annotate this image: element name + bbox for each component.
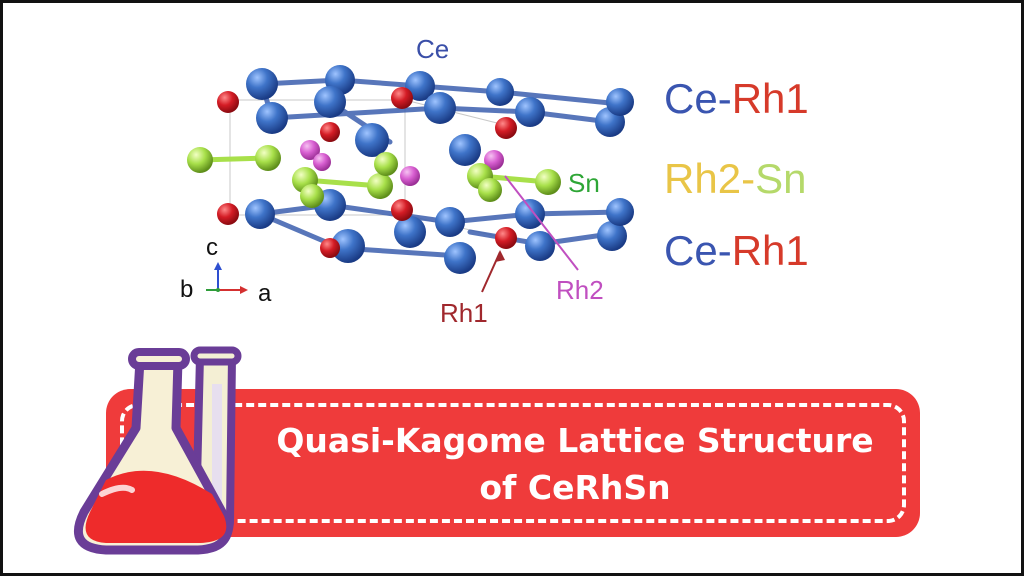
legend-1-left: Ce: [664, 75, 718, 122]
rh2-atoms: [300, 140, 504, 186]
axis-triad: [206, 262, 248, 294]
rh1-atoms: [217, 87, 517, 258]
axis-b-label: b: [180, 276, 194, 303]
sn-atoms: [187, 145, 561, 208]
sn-label: Sn: [568, 168, 600, 198]
legend-2-left: Rh2: [664, 155, 742, 202]
banner-title: Quasi-Kagome Lattice Structure of CeRhSn: [240, 418, 910, 512]
title-banner: [106, 389, 920, 537]
legend-row-2: Rh2-Sn: [664, 158, 806, 200]
banner-title-line-1: Quasi-Kagome Lattice Structure: [276, 421, 874, 460]
banner-title-line-2: of CeRhSn: [479, 467, 671, 507]
legend-2-right: Sn: [755, 155, 807, 202]
legend-2-sep: -: [741, 155, 756, 202]
legend-3-sep: -: [717, 227, 732, 274]
chemistry-flask-icon: [73, 346, 242, 555]
legend-3-right: Rh1: [731, 227, 809, 274]
crystal-structure-diagram: [187, 65, 634, 294]
axis-c-label: c: [206, 234, 218, 261]
rh2-label: Rh2: [556, 275, 604, 305]
legend-row-3: Ce-Rh1: [664, 230, 809, 272]
legend-1-sep: -: [717, 75, 732, 122]
legend-row-1: Ce-Rh1: [664, 78, 809, 120]
legend-1-right: Rh1: [731, 75, 809, 122]
legend-3-left: Ce: [664, 227, 718, 274]
ce-label: Ce: [416, 34, 450, 64]
label-pointers: [481, 175, 579, 293]
axis-a-label: a: [258, 280, 272, 307]
ce-atoms: [245, 65, 634, 274]
rh1-label: Rh1: [440, 298, 488, 328]
